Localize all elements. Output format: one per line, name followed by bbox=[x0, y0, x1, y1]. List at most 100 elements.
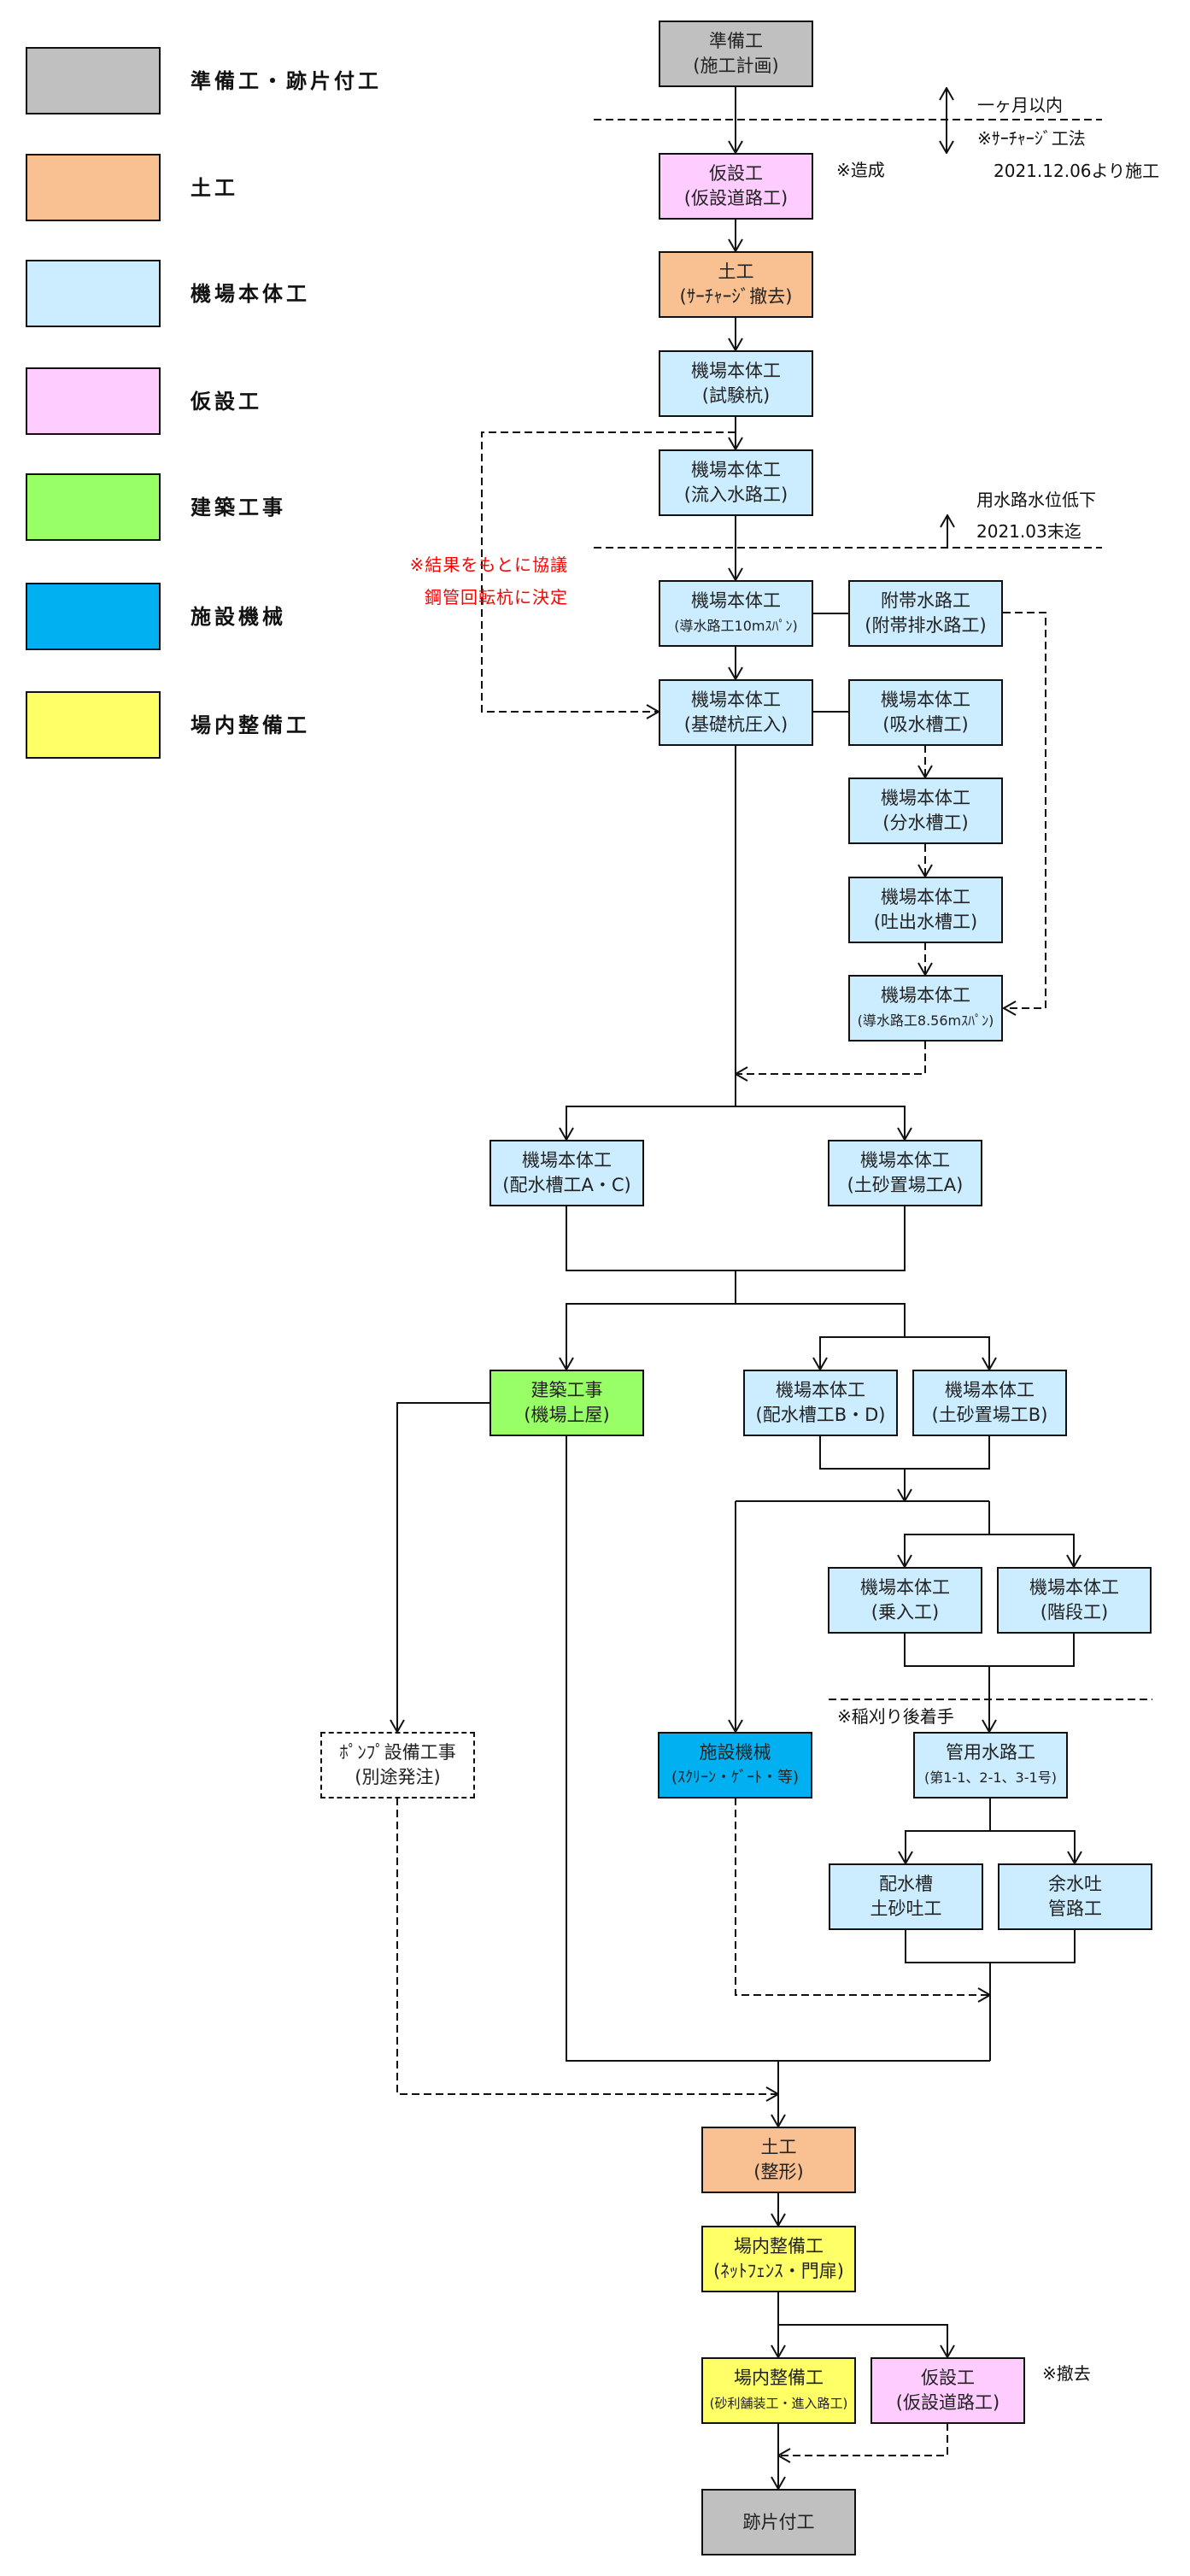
box-title: 管用水路工 bbox=[946, 1741, 1035, 1763]
arrow-to-stairs bbox=[989, 1534, 1074, 1567]
arrow-to-spillway-pipe bbox=[990, 1830, 1075, 1863]
flow-box-earthwork-surcharge: 土工 (ｻｰﾁｬｰｼﾞ撤去) bbox=[659, 251, 813, 318]
legend-label-site-improvement: 場内整備工 bbox=[191, 713, 310, 737]
flow-box-auxiliary-channel: 附帯水路工 (附帯排水路工) bbox=[848, 580, 1003, 647]
flow-box-test-pile: 機場本体工 (試験杭) bbox=[659, 350, 813, 417]
box-title: 機場本体工 bbox=[691, 460, 781, 480]
flow-box-diversion-tank: 機場本体工 (分水槽工) bbox=[848, 777, 1003, 844]
box-title: 機場本体工 bbox=[522, 1150, 612, 1171]
box-title: 機場本体工 bbox=[881, 788, 970, 808]
box-subtitle: (機場上屋) bbox=[524, 1405, 610, 1425]
box-subtitle: (配水槽工B・D) bbox=[755, 1405, 886, 1425]
box-title: ﾎﾟﾝﾌﾟ設備工事 bbox=[339, 1742, 456, 1763]
box-title: 機場本体工 bbox=[881, 984, 970, 1006]
flow-box-spillway-pipe: 余水吐 管路工 bbox=[998, 1863, 1152, 1930]
flow-box-building: 建築工事 (機場上屋) bbox=[489, 1370, 644, 1436]
box-subtitle: (流入水路工) bbox=[683, 484, 788, 505]
flow-box-entrance: 機場本体工 (乗入工) bbox=[828, 1567, 982, 1634]
flow-box-cleanup: 跡片付工 bbox=[701, 2489, 856, 2555]
flow-box-temp-road-2: 仮設工 (仮設道路工) bbox=[871, 2357, 1025, 2424]
note-discussion-line2: 鋼管回転杭に決定 bbox=[425, 587, 568, 607]
flow-box-foundation-pile: 機場本体工 (基礎杭圧入) bbox=[659, 679, 813, 746]
box-title: 場内整備工 bbox=[734, 2367, 824, 2388]
box-subtitle: (導水路工8.56mｽﾊﾟﾝ) bbox=[857, 1012, 994, 1029]
box-subtitle: (配水槽工A・C) bbox=[502, 1175, 631, 1195]
dashed-arrow-test-result-to-foundation bbox=[481, 431, 736, 712]
box-title: 仮設工 bbox=[709, 163, 763, 184]
dashed-arrow-pump-to-shaping bbox=[396, 1798, 778, 2094]
flow-box-headrace-10m: 機場本体工 (導水路工10mｽﾊﾟﾝ) bbox=[659, 580, 813, 647]
flow-box-site-fence: 場内整備工 (ﾈｯﾄﾌｪﾝｽ・門扉) bbox=[701, 2226, 856, 2292]
note-discussion-line1: ※結果をもとに協議 bbox=[409, 555, 568, 575]
box-title: 機場本体工 bbox=[691, 361, 781, 381]
box-title: 機場本体工 bbox=[945, 1380, 1035, 1400]
box-subtitle: (土砂置場工B) bbox=[931, 1405, 1048, 1425]
flow-box-intake-tank: 機場本体工 (吸水槽工) bbox=[848, 679, 1003, 746]
box-title: 土工 bbox=[760, 2137, 797, 2157]
box-title: 準備工 bbox=[709, 31, 763, 51]
box-subtitle: (仮設道路工) bbox=[895, 2392, 1000, 2413]
box-subtitle: (整形) bbox=[753, 2162, 804, 2182]
box-subtitle: (乗入工) bbox=[871, 1602, 940, 1622]
box-subtitle: (仮設道路工) bbox=[683, 188, 788, 208]
box-subtitle: (附帯排水路工) bbox=[865, 615, 987, 636]
arrow-to-sediment-a bbox=[736, 1106, 905, 1140]
box-subtitle: (ｽｸﾘｰﾝ・ｹﾞｰﾄ・等) bbox=[671, 1769, 800, 1787]
legend-label-pump-station-body: 機場本体工 bbox=[191, 282, 310, 306]
box-title: 機場本体工 bbox=[860, 1577, 950, 1598]
legend-label-building-works: 建築工事 bbox=[191, 496, 286, 519]
box-subtitle: (ﾈｯﾄﾌｪﾝｽ・門扉) bbox=[713, 2261, 844, 2281]
legend-label-facility-machinery: 施設機械 bbox=[191, 605, 286, 629]
flow-box-pump-equipment: ﾎﾟﾝﾌﾟ設備工事 (別途発注) bbox=[320, 1732, 475, 1799]
box-subtitle: (土砂置場工A) bbox=[847, 1175, 964, 1195]
flow-box-headrace-856m: 機場本体工 (導水路工8.56mｽﾊﾟﾝ) bbox=[848, 975, 1003, 1042]
box-title: 余水吐 bbox=[1048, 1874, 1102, 1894]
box-subtitle: (別途発注) bbox=[355, 1767, 441, 1787]
flow-box-preparation: 準備工 (施工計画) bbox=[659, 21, 813, 87]
arrow-to-building bbox=[566, 1303, 736, 1370]
box-title: 機場本体工 bbox=[691, 689, 781, 710]
box-subtitle: (吸水槽工) bbox=[882, 714, 969, 735]
box-title: 施設機械 bbox=[699, 1742, 771, 1763]
join-ac-sediment-a bbox=[566, 1206, 906, 1271]
legend-swatch-pump-station-body bbox=[26, 260, 161, 327]
flow-box-distribution-tank-ac: 機場本体工 (配水槽工A・C) bbox=[489, 1140, 644, 1206]
legend-swatch-preparation-cleanup bbox=[26, 47, 161, 114]
legend-label-preparation-cleanup: 準備工・跡片付工 bbox=[191, 69, 382, 93]
box-title: 機場本体工 bbox=[881, 887, 970, 907]
flow-box-inflow-channel: 機場本体工 (流入水路工) bbox=[659, 449, 813, 516]
box-title: 土工 bbox=[718, 261, 754, 282]
dashed-arrow-machinery-to-join bbox=[735, 1798, 990, 1995]
box-subtitle: (吐出水槽工) bbox=[873, 912, 978, 932]
join-entrance-stairs bbox=[904, 1634, 1075, 1667]
join-bd-sediment-b bbox=[819, 1436, 990, 1470]
note-after-harvest: ※稲刈り後着手 bbox=[837, 1706, 954, 1727]
box-title: 場内整備工 bbox=[734, 2236, 824, 2256]
arrow-building-to-pump bbox=[397, 1402, 489, 1732]
flow-box-discharge-tank: 機場本体工 (吐出水槽工) bbox=[848, 877, 1003, 943]
box-title: 仮設工 bbox=[921, 2368, 975, 2388]
arrow-to-distribution-sediment-outlet bbox=[906, 1830, 990, 1863]
box-title: 配水槽 bbox=[879, 1874, 933, 1894]
note-until-end-of-march: 2021.03末迄 bbox=[976, 521, 1082, 542]
building-to-final-join bbox=[566, 1436, 990, 2062]
legend-label-temporary-works: 仮設工 bbox=[191, 390, 262, 414]
flow-box-sediment-yard-a: 機場本体工 (土砂置場工A) bbox=[828, 1140, 982, 1206]
box-subtitle: (施工計画) bbox=[693, 56, 779, 76]
legend-label-earthwork: 土工 bbox=[191, 176, 238, 200]
join-outlet-spillway bbox=[905, 1930, 1076, 1963]
box-subtitle: 土砂吐工 bbox=[870, 1898, 942, 1919]
arrow-to-entrance bbox=[905, 1534, 989, 1567]
box-title: 建築工事 bbox=[531, 1380, 603, 1400]
arrow-to-distribution-bd bbox=[820, 1336, 905, 1370]
flow-box-site-gravel: 場内整備工 (砂利舗装工・進入路工) bbox=[701, 2357, 856, 2424]
arrow-to-distribution-ac bbox=[566, 1106, 736, 1140]
box-subtitle: (ｻｰﾁｬｰｼﾞ撤去) bbox=[679, 286, 793, 307]
dashed-arrow-auxiliary-to-headrace-856 bbox=[1003, 612, 1046, 1008]
box-subtitle: (基礎杭圧入) bbox=[683, 714, 788, 735]
note-surcharge-method: ※ｻｰﾁｬｰｼﾞ工法 bbox=[977, 128, 1086, 149]
flow-box-stairs: 機場本体工 (階段工) bbox=[997, 1567, 1152, 1634]
box-subtitle: 管路工 bbox=[1048, 1898, 1102, 1919]
arrow-to-temp-road-removal bbox=[778, 2324, 947, 2357]
